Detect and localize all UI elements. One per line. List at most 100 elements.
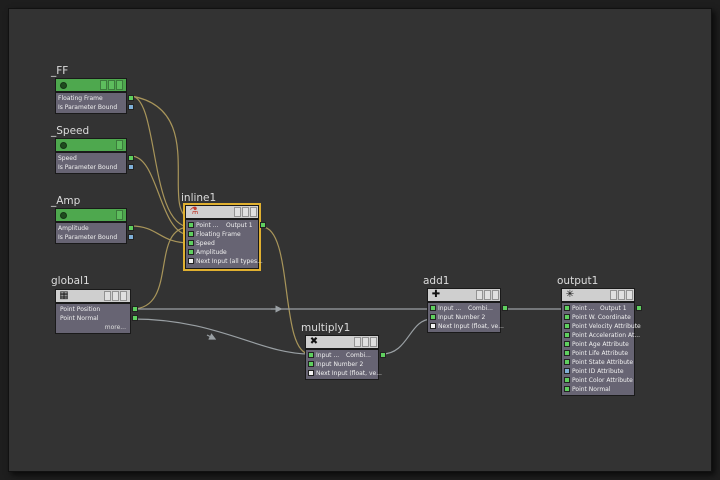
node-header[interactable] xyxy=(55,208,127,222)
header-flag[interactable] xyxy=(234,207,241,217)
input-row: Point Normal xyxy=(562,385,634,394)
header-flag[interactable] xyxy=(476,290,483,300)
header-flag[interactable] xyxy=(250,207,257,217)
header-flag[interactable] xyxy=(116,140,123,150)
output-port[interactable] xyxy=(128,95,134,101)
wire-amp-to-inline1 xyxy=(130,225,191,244)
sparkle-icon: ✳ xyxy=(565,289,575,300)
input-port[interactable] xyxy=(564,314,570,320)
header-flag[interactable] xyxy=(242,207,249,217)
node-body: Input ...Combi... Input Number 2 Next In… xyxy=(305,349,386,380)
node-header[interactable]: ▦ xyxy=(55,289,131,303)
output-port[interactable] xyxy=(132,315,138,321)
plus-icon: ✚ xyxy=(431,289,441,300)
header-flag[interactable] xyxy=(120,291,127,301)
input-row: Speed xyxy=(186,239,258,248)
grid-icon: ▦ xyxy=(59,290,69,301)
header-flag[interactable] xyxy=(618,290,625,300)
more-outputs-link[interactable]: more... xyxy=(104,324,126,331)
node-body: Input ...Combi... Input Number 2 Next In… xyxy=(427,302,508,333)
node-title: output1 xyxy=(557,275,599,287)
output-port[interactable] xyxy=(128,225,134,231)
parameter-dot-icon xyxy=(60,82,67,89)
header-flag[interactable] xyxy=(108,80,115,90)
node-header[interactable]: ✚ xyxy=(427,288,501,302)
header-flag[interactable] xyxy=(116,210,123,220)
input-port[interactable] xyxy=(308,361,314,367)
node-title: _Amp xyxy=(51,195,81,207)
node-title: inline1 xyxy=(181,192,217,204)
input-port[interactable] xyxy=(430,314,436,320)
input-port[interactable] xyxy=(188,231,194,237)
output-port[interactable] xyxy=(636,305,642,311)
input-port[interactable] xyxy=(430,323,436,329)
input-port[interactable] xyxy=(188,222,194,228)
node-body: Floating Frame Is Parameter Bound xyxy=(55,92,134,114)
node-header[interactable]: ✖ xyxy=(305,335,379,349)
input-port[interactable] xyxy=(564,386,570,392)
wire-global1-to-inline1 xyxy=(131,226,191,310)
input-port[interactable] xyxy=(188,240,194,246)
output-port[interactable] xyxy=(128,155,134,161)
node-title: global1 xyxy=(51,275,90,287)
output-port[interactable] xyxy=(128,234,134,240)
node-header[interactable] xyxy=(55,138,127,152)
wire-multiply1-to-add1 xyxy=(381,318,433,355)
inline-code-icon: ⚗ xyxy=(189,206,199,217)
input-row: Point State Attribute xyxy=(562,358,634,367)
node-body: Point ...Output 1 Floating Frame Speed A… xyxy=(185,219,266,269)
input-port[interactable] xyxy=(564,377,570,383)
input-port[interactable] xyxy=(564,341,570,347)
parameter-dot-icon xyxy=(60,212,67,219)
input-port[interactable] xyxy=(308,352,314,358)
output-port[interactable] xyxy=(128,164,134,170)
node-header[interactable]: ✳ xyxy=(561,288,635,302)
input-port[interactable] xyxy=(564,305,570,311)
input-port[interactable] xyxy=(308,370,314,376)
header-flag[interactable] xyxy=(362,337,369,347)
node-body: Point Position Point Normal more... xyxy=(55,303,138,334)
header-flag[interactable] xyxy=(112,291,119,301)
output-port[interactable] xyxy=(128,104,134,110)
output-port[interactable] xyxy=(132,306,138,312)
input-row: Point ...Output 1 xyxy=(562,304,642,313)
input-row: Point ID Attribute xyxy=(562,367,634,376)
input-port[interactable] xyxy=(430,305,436,311)
header-flag[interactable] xyxy=(104,291,111,301)
input-port[interactable] xyxy=(564,359,570,365)
input-port[interactable] xyxy=(564,368,570,374)
node-title: multiply1 xyxy=(301,322,351,334)
header-flag[interactable] xyxy=(100,80,107,90)
input-row: Point Acceleration At... xyxy=(562,331,640,340)
output-port[interactable] xyxy=(380,352,386,358)
input-port[interactable] xyxy=(564,332,570,338)
output-port[interactable] xyxy=(502,305,508,311)
header-flag[interactable] xyxy=(354,337,361,347)
input-port[interactable] xyxy=(564,323,570,329)
header-flag[interactable] xyxy=(610,290,617,300)
input-port[interactable] xyxy=(188,258,194,264)
node-title: _FF xyxy=(51,65,69,77)
node-header[interactable]: ⚗ xyxy=(185,205,259,219)
wire-global1-to-multiply1 xyxy=(131,318,311,355)
output-row: Amplitude xyxy=(56,224,134,233)
multiply-icon: ✖ xyxy=(309,336,319,347)
header-flag[interactable] xyxy=(116,80,123,90)
network-editor-canvas[interactable]: _FF Floating Frame Is Parameter Bound _S… xyxy=(8,8,712,472)
input-row: Point Velocity Attribute xyxy=(562,322,641,331)
header-flag[interactable] xyxy=(492,290,499,300)
node-body: Amplitude Is Parameter Bound xyxy=(55,222,134,244)
input-port[interactable] xyxy=(564,350,570,356)
node-header[interactable] xyxy=(55,78,127,92)
input-row: Input Number 2 xyxy=(306,360,378,369)
header-flag[interactable] xyxy=(626,290,633,300)
wire-inline1-to-multiply1 xyxy=(261,226,311,355)
output-port[interactable] xyxy=(260,222,266,228)
node-body: Speed Is Parameter Bound xyxy=(55,152,134,174)
input-port[interactable] xyxy=(188,249,194,255)
header-flag[interactable] xyxy=(484,290,491,300)
header-flag[interactable] xyxy=(370,337,377,347)
node-title: add1 xyxy=(423,275,450,287)
output-row: Is Parameter Bound xyxy=(56,163,134,172)
input-row: Input ...Combi... xyxy=(428,304,508,313)
